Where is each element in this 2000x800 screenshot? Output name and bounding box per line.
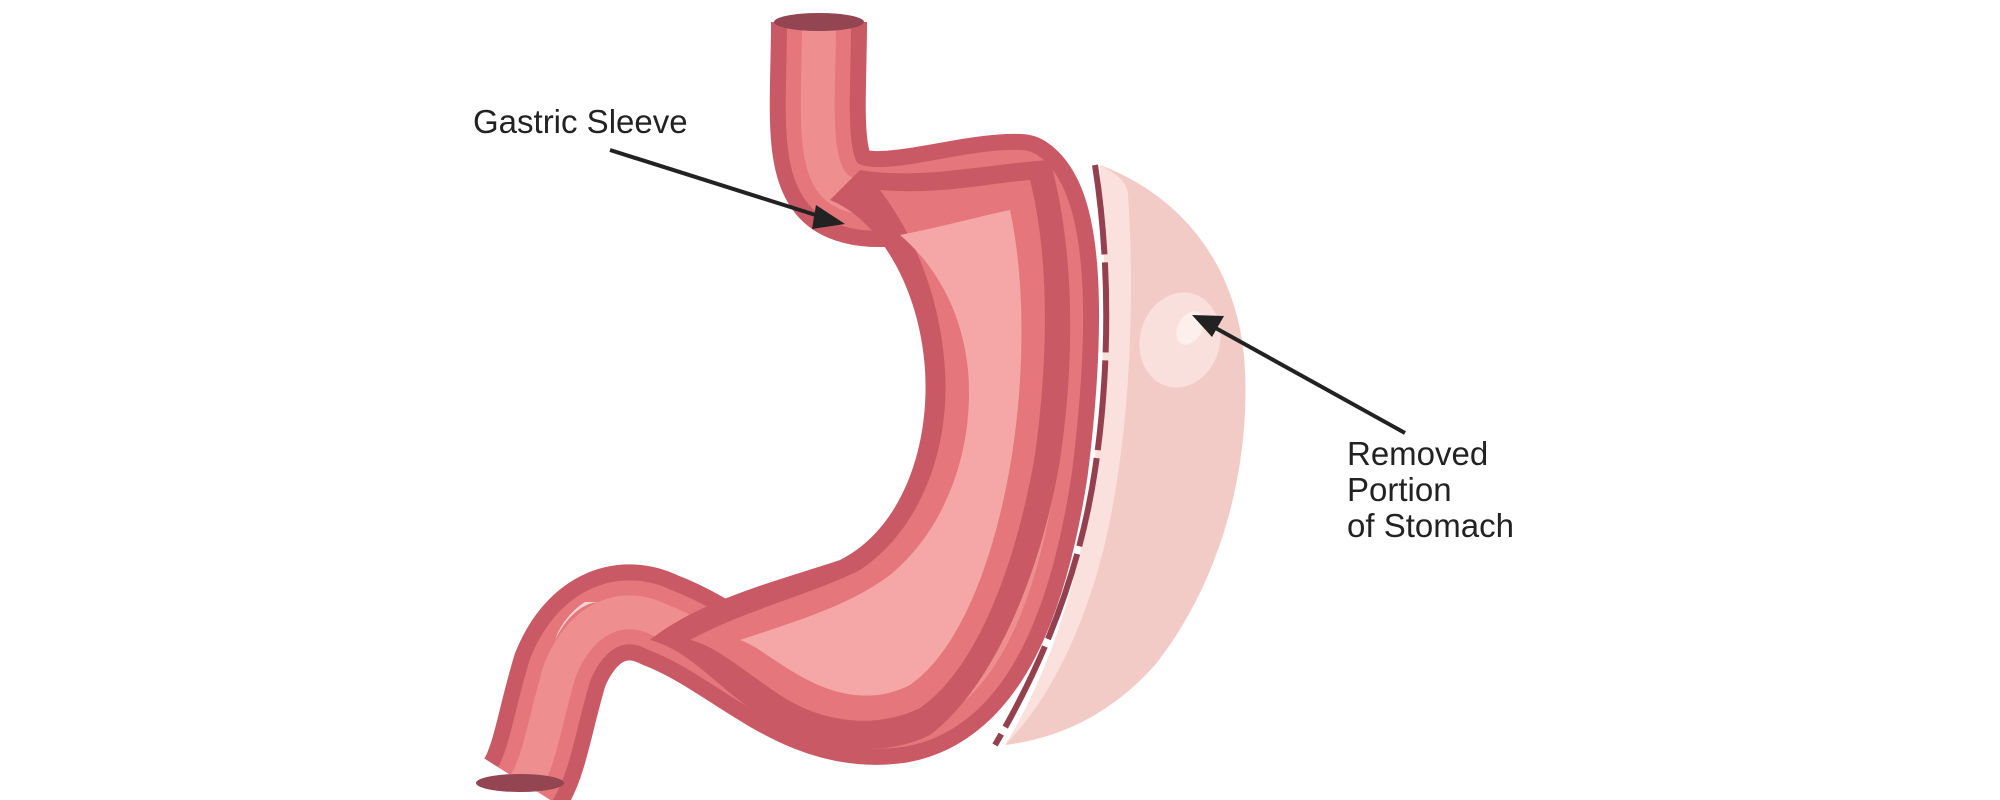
stomach-body-lumen: [740, 210, 1022, 696]
sleeve-highlight: [555, 602, 600, 640]
annotation-arrows: [609, 148, 1406, 435]
removed-portion: [1005, 165, 1246, 745]
staple-line-right: [992, 164, 1110, 747]
removed-portion-rim: [1005, 165, 1131, 745]
removed-arrowhead: [1192, 315, 1224, 337]
esophagus-opening: [774, 13, 864, 31]
label-removed-line-1: Removed: [1347, 435, 1488, 472]
label-gastric-sleeve: Gastric Sleeve: [473, 103, 688, 140]
duodenum-opening: [476, 774, 564, 792]
sleeve-arrowhead: [812, 205, 845, 229]
label-removed-portion: Removed Portion of Stomach: [1347, 435, 1514, 544]
label-removed-line-2: Portion: [1347, 471, 1452, 508]
removed-arrow-line: [1211, 324, 1406, 435]
sleeve-arrow-line: [609, 148, 823, 219]
stomach-body: [650, 160, 1071, 749]
label-removed-line-3: of Stomach: [1347, 507, 1514, 544]
